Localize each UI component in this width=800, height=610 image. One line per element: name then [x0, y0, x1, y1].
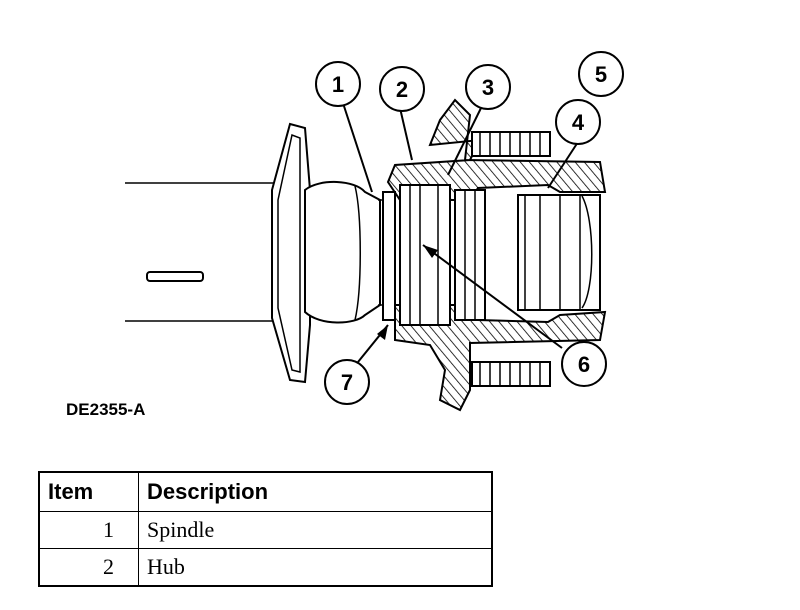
legend-item-description: Spindle — [138, 511, 493, 549]
table-row: 2 Hub — [38, 548, 493, 587]
callout-3: 3 — [465, 64, 511, 110]
svg-text:5: 5 — [595, 62, 607, 87]
callout-2: 2 — [379, 66, 425, 112]
callout-5: 5 — [578, 51, 624, 97]
hub-spindle-diagram: 1 2 3 5 4 6 7 DE2355-A — [66, 51, 624, 419]
legend-item-description: Hub — [138, 548, 493, 587]
svg-text:7: 7 — [341, 370, 353, 395]
legend-table: Item Description 1 Spindle 2 Hub — [38, 471, 493, 587]
table-row: 1 Spindle — [38, 511, 493, 549]
svg-text:6: 6 — [578, 352, 590, 377]
leader-lines — [341, 99, 579, 363]
svg-text:4: 4 — [572, 110, 585, 135]
legend-header-row: Item Description — [38, 471, 493, 512]
hub-assembly — [382, 98, 607, 412]
svg-text:3: 3 — [482, 75, 494, 100]
figure-id-label: DE2355-A — [66, 400, 145, 419]
callout-7: 7 — [324, 359, 370, 405]
callout-1: 1 — [315, 61, 361, 107]
legend-header-item: Item — [38, 471, 139, 512]
legend-item-number: 2 — [38, 548, 139, 587]
legend-header-description: Description — [138, 471, 493, 512]
svg-text:2: 2 — [396, 77, 408, 102]
spindle-shaft — [125, 122, 396, 384]
callout-6: 6 — [561, 341, 607, 387]
legend-item-number: 1 — [38, 511, 139, 549]
svg-text:1: 1 — [332, 72, 344, 97]
callout-4: 4 — [555, 99, 601, 145]
